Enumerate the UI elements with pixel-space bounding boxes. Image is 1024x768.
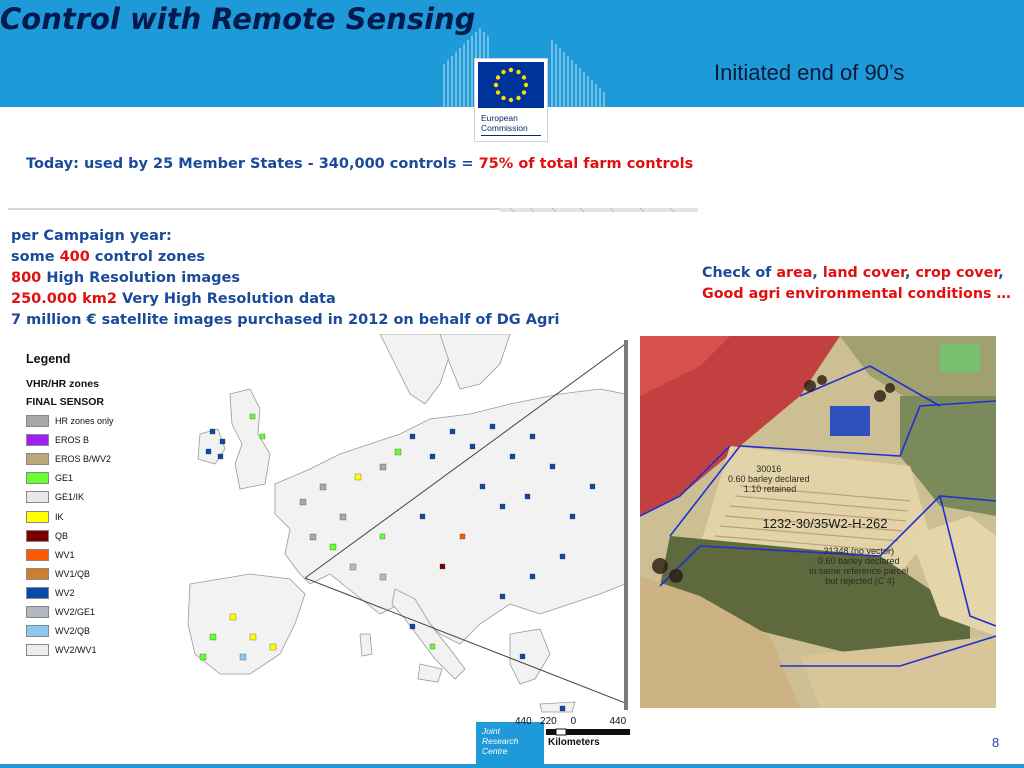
- legend-swatch: [26, 567, 49, 580]
- headline-highlight: 75% of total farm controls: [478, 156, 694, 172]
- map-legend: Legend VHR/HR zones FINAL SENSOR HR zone…: [26, 352, 176, 657]
- parcel-label-main: 1232-30/35W2-H-262: [762, 516, 887, 531]
- legend-item: WV2/GE1: [26, 605, 95, 619]
- page-number: 8: [992, 735, 1000, 750]
- legend-item: QB: [26, 529, 68, 543]
- slide-title: Control with Remote Sensing: [0, 2, 476, 36]
- legend-label: QB: [55, 530, 69, 541]
- scale-ticks: 440 220 0 440: [515, 716, 627, 727]
- legend-swatch: [26, 586, 49, 599]
- headline: Today: used by 25 Member States - 340,00…: [26, 156, 693, 172]
- jrc-logo: Joint Research Centre: [476, 722, 544, 768]
- legend-zones: VHR/HR zones: [26, 378, 99, 390]
- aerial-parcel-image: 30016 0.60 barley declared 1.10 retained…: [640, 336, 996, 708]
- divider-texture: [500, 207, 698, 213]
- legend-swatch: [26, 510, 49, 523]
- scale-bar: [546, 728, 630, 736]
- legend-swatch: [26, 472, 49, 485]
- legend-item: WV1/QB: [26, 567, 90, 581]
- european-commission-logo: European Commission: [474, 58, 548, 142]
- legend-item: IK: [26, 510, 64, 524]
- legend-sensor: FINAL SENSOR: [26, 396, 104, 408]
- legend-item: WV2/QB: [26, 624, 90, 638]
- europe-map: [180, 334, 628, 720]
- legend-swatch: [26, 434, 49, 447]
- stats-line-4: 250.000 km2 Very High Resolution data: [11, 291, 336, 307]
- legend-label: WV1/QB: [55, 568, 91, 579]
- ec-logo-underline: [481, 135, 541, 136]
- eu-flag-icon: [478, 62, 544, 108]
- legend-swatch: [26, 644, 49, 657]
- legend-label: WV2/QB: [55, 626, 91, 637]
- legend-label: WV2/GE1: [55, 607, 96, 617]
- stats-line-1: per Campaign year:: [11, 228, 172, 244]
- legend-label: EROS B: [55, 435, 90, 446]
- legend-swatch: [26, 548, 49, 561]
- legend-item: GE1/IK: [26, 490, 84, 504]
- legend-label: GE1/IK: [55, 492, 85, 503]
- legend-label: EROS B/WV2: [55, 454, 112, 465]
- ec-logo-text: European Commission: [481, 113, 528, 133]
- legend-item: EROS B: [26, 433, 89, 447]
- legend-label: WV1: [55, 549, 75, 560]
- legend-label: WV2/WV1: [55, 645, 97, 656]
- legend-item: WV1: [26, 548, 75, 562]
- parcel-label-a: 30016 0.60 barley declared 1.10 retained: [728, 464, 812, 494]
- footer-rule: [0, 764, 1024, 768]
- legend-item: WV2/WV1: [26, 643, 97, 657]
- legend-swatch: [26, 491, 49, 504]
- section-divider: [8, 208, 698, 210]
- campaign-stats: per Campaign year: some 400 control zone…: [11, 226, 559, 331]
- legend-label: GE1: [55, 473, 74, 484]
- legend-swatch: [26, 529, 49, 542]
- legend-swatch: [26, 453, 49, 466]
- legend-item: WV2: [26, 586, 75, 600]
- stats-line-5: 7 million € satellite images purchased i…: [11, 312, 560, 328]
- scale-unit: Kilometers: [548, 737, 600, 748]
- legend-swatch: [26, 606, 49, 618]
- headline-text: Today: used by 25 Member States - 340,00…: [26, 156, 479, 172]
- legend-swatch: [26, 415, 49, 427]
- legend-item: EROS B/WV2: [26, 452, 111, 466]
- legend-label: WV2: [55, 587, 75, 598]
- parcel-label-b: 31348 (no vector) 0.60 barley declared i…: [809, 546, 911, 586]
- legend-label: IK: [55, 511, 64, 522]
- legend-item: HR zones only: [26, 414, 114, 428]
- legend-item: GE1: [26, 471, 73, 485]
- slide-subtitle: Initiated end of 90’s: [714, 60, 905, 85]
- jrc-logo-text: Joint Research Centre: [482, 726, 519, 756]
- stats-line-2: some 400 control zones: [11, 249, 206, 265]
- check-description: Check of area, land cover, crop cover, G…: [702, 265, 1011, 302]
- stats-line-3: 800 High Resolution images: [11, 270, 241, 286]
- legend-swatch: [26, 625, 49, 638]
- legend-label: HR zones only: [55, 416, 114, 426]
- legend-title: Legend: [26, 352, 71, 366]
